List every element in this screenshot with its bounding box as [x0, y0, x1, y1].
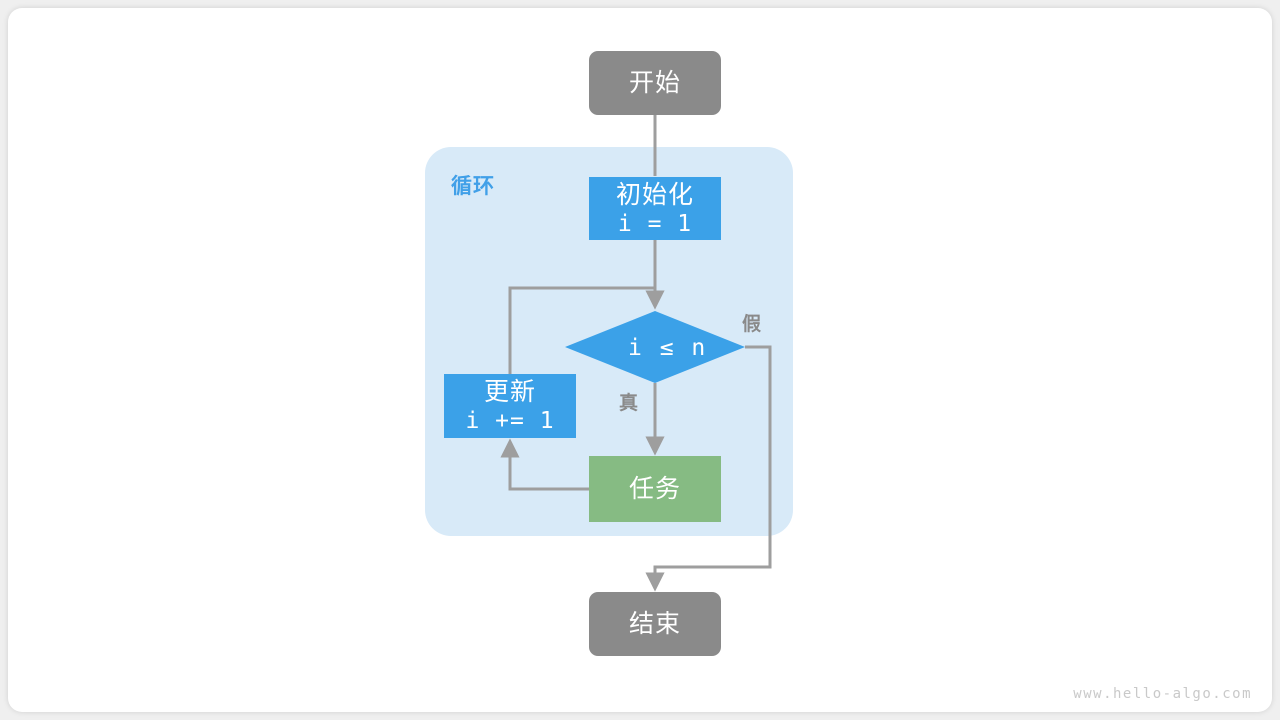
node-init[interactable]: 初始化 i = 1 [589, 177, 721, 240]
node-end[interactable]: 结束 [589, 592, 721, 656]
condition-diamond-shape [565, 311, 745, 383]
node-update-label-line1: 更新 [483, 378, 536, 406]
node-init-label-line2: i = 1 [617, 210, 693, 237]
edge-label-false: 假 [742, 314, 763, 335]
node-task-label: 任务 [628, 475, 681, 503]
edge-update-to-condition [508, 286, 655, 374]
edge-task-to-update [500, 438, 589, 491]
node-start[interactable]: 开始 [589, 51, 721, 115]
edge-label-true: 真 [619, 393, 640, 414]
node-init-label-line1: 初始化 [615, 180, 694, 209]
node-task[interactable]: 任务 [589, 456, 721, 522]
edge-condition-to-end [645, 345, 772, 592]
node-condition-label: i ≤ n [628, 335, 708, 361]
watermark: www.hello-algo.com [1073, 686, 1252, 702]
node-update[interactable]: 更新 i += 1 [444, 374, 576, 438]
node-start-label: 开始 [628, 69, 681, 97]
node-end-label: 结束 [628, 610, 681, 638]
loop-container-title: 循环 [451, 175, 495, 198]
node-update-label-line2: i += 1 [465, 408, 555, 434]
